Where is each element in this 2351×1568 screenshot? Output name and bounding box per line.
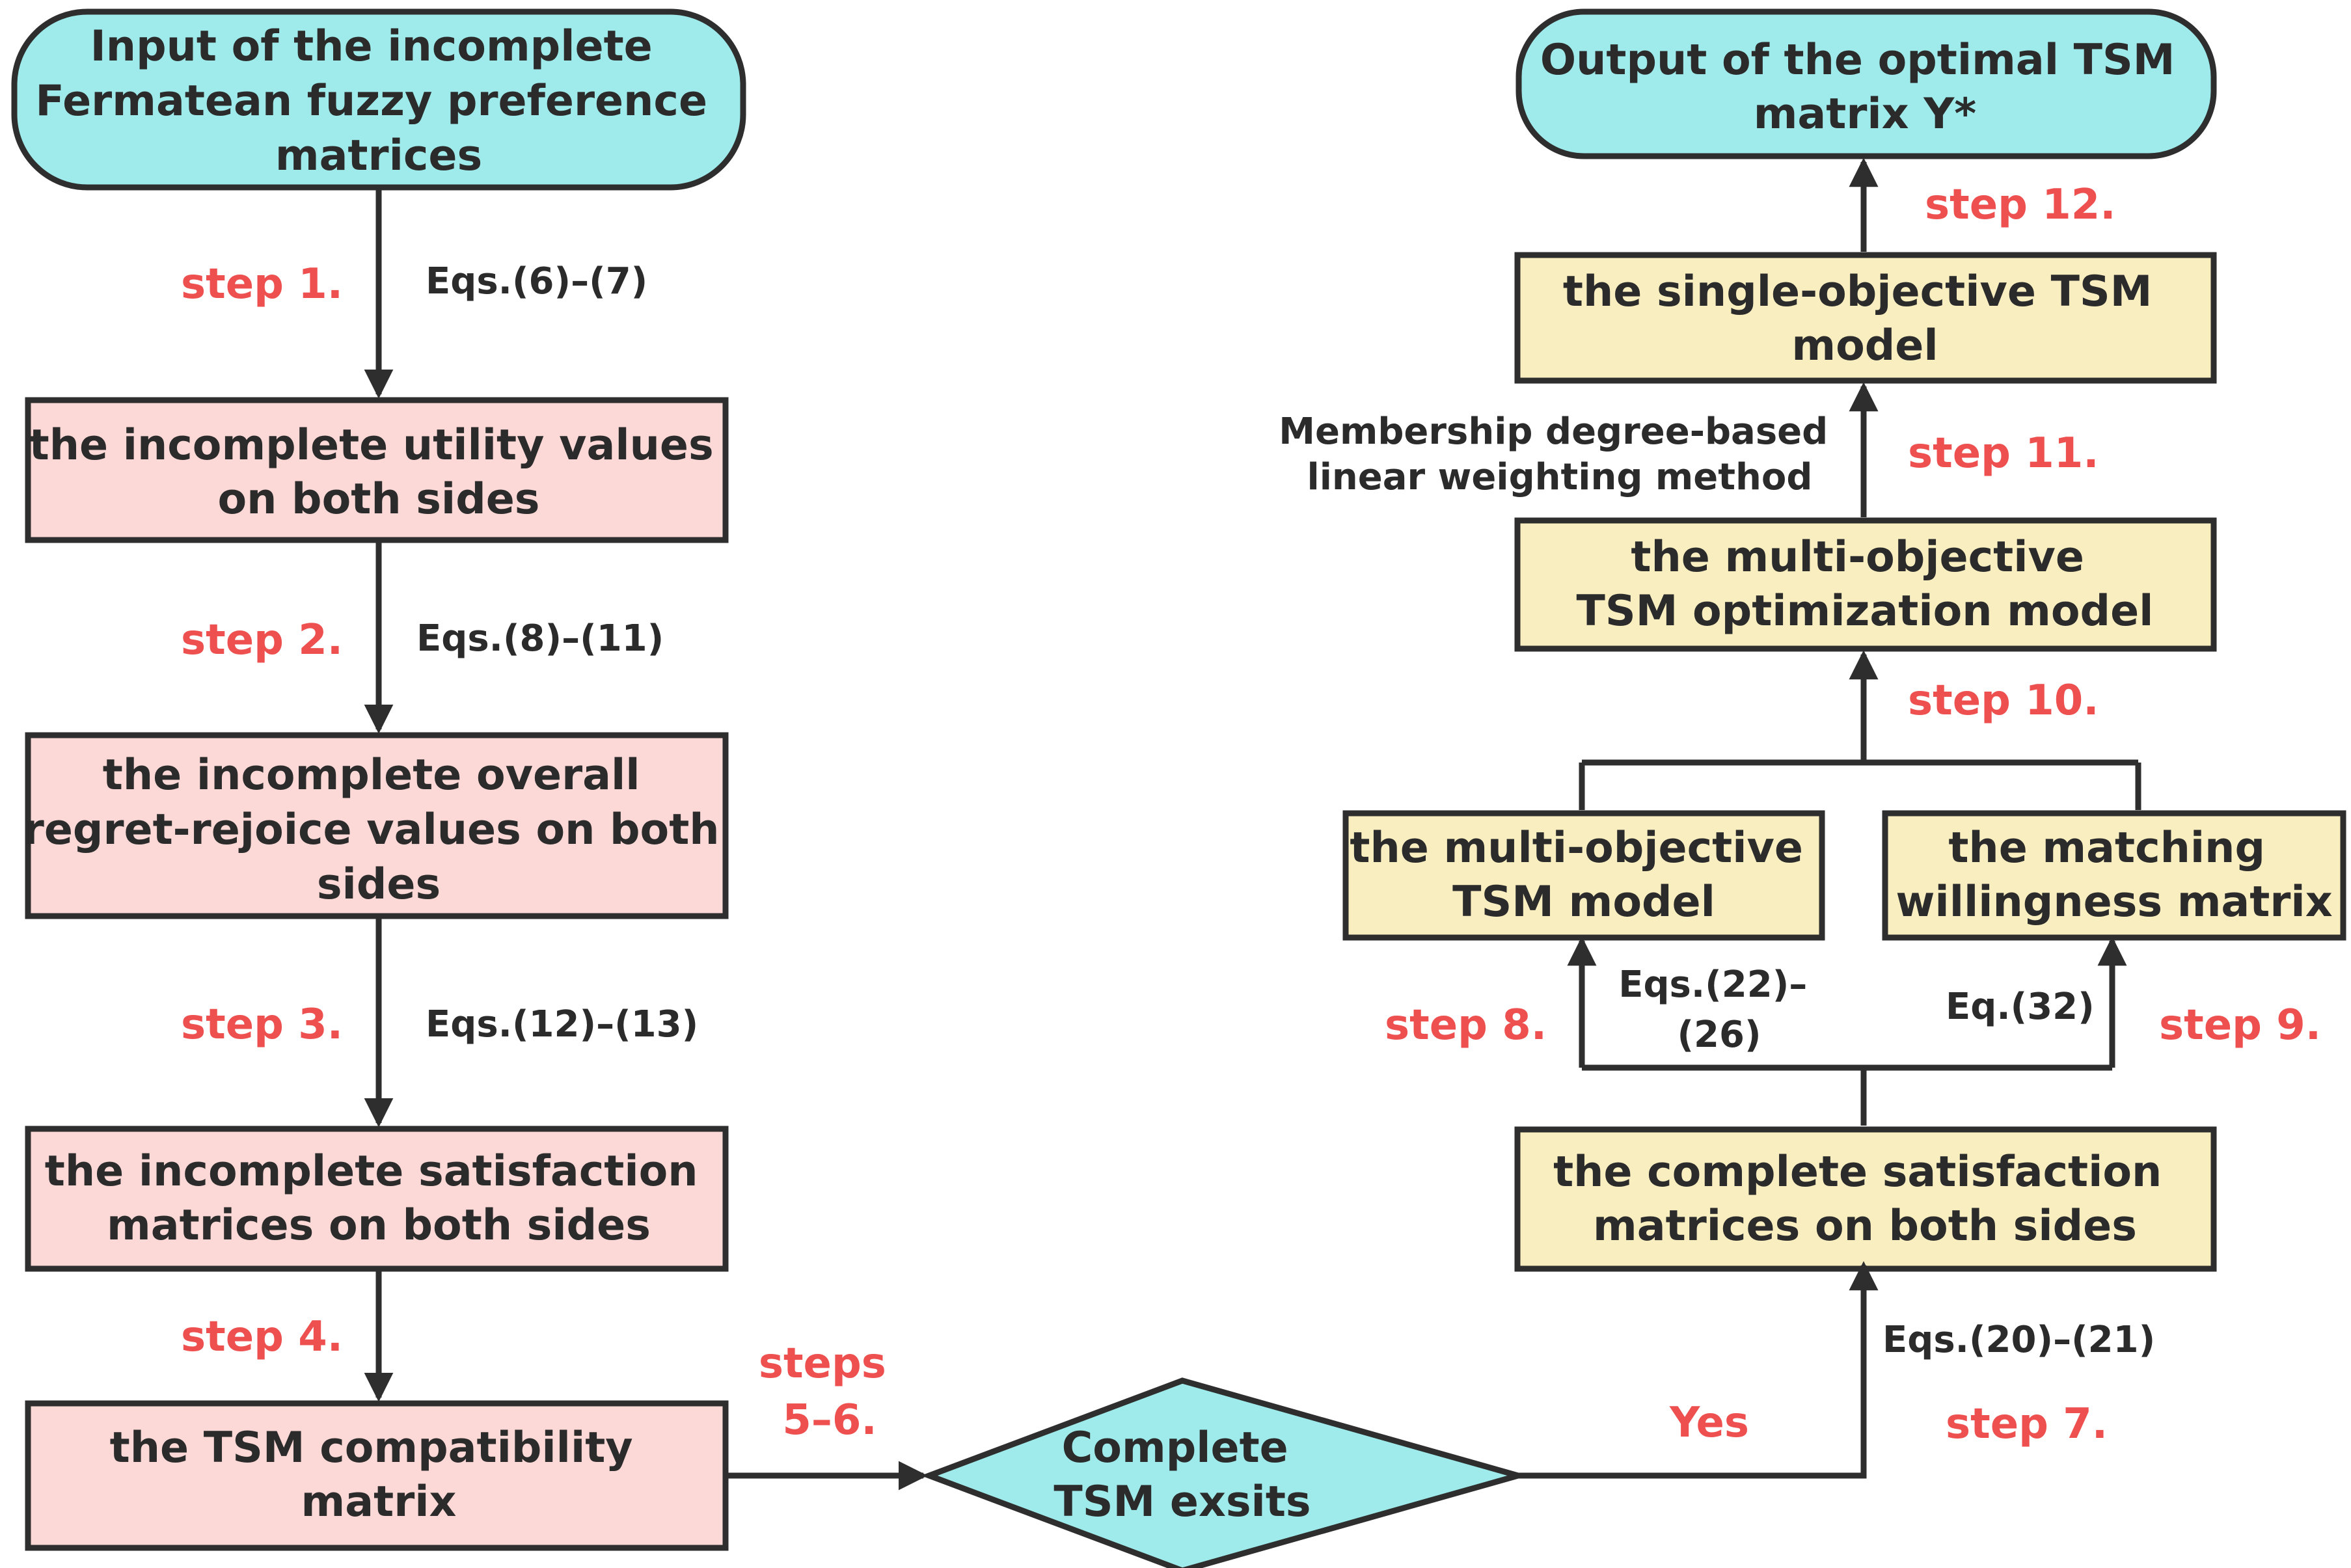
step-7-label: step 7.: [1946, 1400, 2108, 1448]
willingness-label: the matching willingness matrix: [1896, 824, 2332, 926]
satisfaction-label: the incomplete satisfaction matrices on …: [45, 1147, 713, 1250]
output-label: Output of the optimal TSM matrix Y*: [1540, 36, 2190, 139]
step-3-label: step 3.: [181, 1001, 343, 1049]
eq-step-11: Membership degree-based linear weighting…: [1279, 411, 1840, 498]
step-9-label: step 9.: [2159, 1001, 2321, 1049]
eq-step-3: Eqs.(12)–(13): [426, 1003, 698, 1046]
input-label: Input of the incomplete Fermatean fuzzy …: [35, 22, 722, 180]
decision-diamond: [921, 1377, 1529, 1568]
multi-optimization-label: the multi-objective TSM optimization mod…: [1577, 533, 2154, 636]
utility-label: the incomplete utility values on both si…: [29, 421, 729, 524]
decision-label: Complete TSM exsits: [1053, 1424, 1311, 1526]
yes-label: Yes: [1669, 1399, 1749, 1447]
regret-label: the incomplete overall regret-rejoice va…: [23, 751, 734, 909]
eq-step-7: Eqs.(20)–(21): [1882, 1319, 2155, 1361]
steps-5-6-label: steps 5–6.: [759, 1340, 901, 1444]
satisfaction-box: [25, 1126, 729, 1272]
multi-model-box: [1342, 810, 1825, 941]
step-1-label: step 1.: [181, 260, 343, 308]
arrow-step-7: [1518, 1261, 1879, 1479]
regret-box: [25, 732, 729, 919]
eq-step-1: Eqs.(6)–(7): [426, 260, 647, 303]
willingness-box: [1882, 810, 2346, 941]
multi-optimization-box: [1514, 517, 2217, 652]
eq-step-8: Eqs.(22)– (26): [1618, 964, 1820, 1056]
compatibility-label: the TSM compatibility matrix: [110, 1424, 648, 1526]
step-8-label: step 8.: [1385, 1001, 1547, 1049]
single-objective-box: [1514, 252, 2217, 384]
input-terminal: [11, 8, 746, 191]
single-objective-label: the single-objective TSM model: [1563, 267, 2167, 370]
multi-model-label: the multi-objective TSM model: [1350, 824, 1817, 926]
output-terminal: [1515, 8, 2217, 159]
complete-satisfaction-label: the complete satisfaction matrices on bo…: [1553, 1148, 2177, 1250]
step-12-label: step 12.: [1925, 181, 2116, 229]
step-4-label: step 4.: [181, 1313, 343, 1361]
eq-step-2: Eqs.(8)–(11): [416, 617, 664, 660]
utility-box: [25, 397, 729, 543]
step-10-label: step 10.: [1908, 677, 2099, 725]
eq-step-9: Eq.(32): [1946, 986, 2095, 1028]
step-11-label: step 11.: [1908, 429, 2099, 478]
step-2-label: step 2.: [181, 616, 343, 664]
compatibility-box: [25, 1400, 729, 1551]
